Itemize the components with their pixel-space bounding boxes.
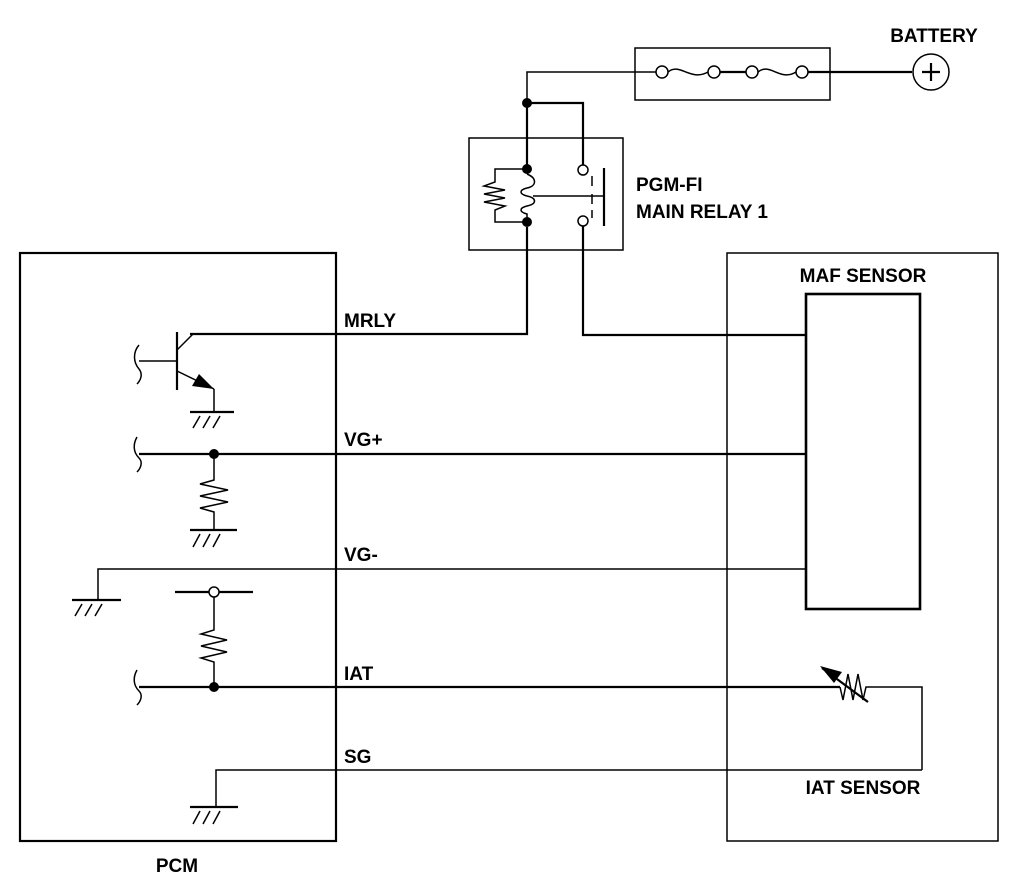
wire-label-sg: SG — [344, 747, 371, 768]
junction-dot — [209, 682, 219, 692]
wire-label-iat: IAT — [344, 664, 374, 685]
resistor-icon — [199, 454, 229, 530]
thermistor-icon — [820, 666, 923, 770]
wire-label-mrly: MRLY — [344, 311, 396, 332]
sensor-box — [726, 252, 999, 842]
wire-label-vg-plus: VG+ — [344, 430, 383, 451]
relay-to-maf-wire — [581, 226, 806, 337]
iat-sensor-label: IAT SENSOR — [806, 778, 921, 799]
relay-box — [468, 137, 624, 251]
ground-icon — [72, 598, 121, 617]
wire-break-icon — [133, 436, 142, 473]
ground-icon — [190, 805, 238, 825]
relay-switch-feed-wire — [527, 101, 585, 165]
fuse-to-relay-wire — [526, 71, 656, 103]
ground-icon — [190, 410, 234, 429]
wire-label-vg-minus: VG- — [344, 545, 378, 566]
battery-label: BATTERY — [890, 26, 978, 47]
battery-terminal-icon — [912, 53, 950, 91]
relay-label-line1: PGM-FI — [636, 175, 703, 196]
ground-icon — [190, 528, 237, 548]
sg-wire — [215, 769, 922, 807]
maf-sensor-label: MAF SENSOR — [800, 266, 927, 287]
fuse-box — [634, 47, 831, 101]
relay-resistor-icon — [481, 168, 527, 223]
vg-minus-wire — [97, 568, 806, 600]
maf-sensor-element — [804, 292, 922, 611]
terminal-icon — [208, 586, 220, 598]
relay-label-line2: MAIN RELAY 1 — [636, 202, 768, 223]
relay-coil-icon — [520, 173, 536, 218]
wire-break-icon — [133, 669, 142, 706]
pcm-box — [18, 251, 338, 843]
mrly-wire — [190, 227, 529, 336]
transistor-icon — [133, 332, 215, 412]
pullup-resistor-icon — [198, 597, 228, 687]
pcm-label: PCM — [156, 856, 198, 877]
